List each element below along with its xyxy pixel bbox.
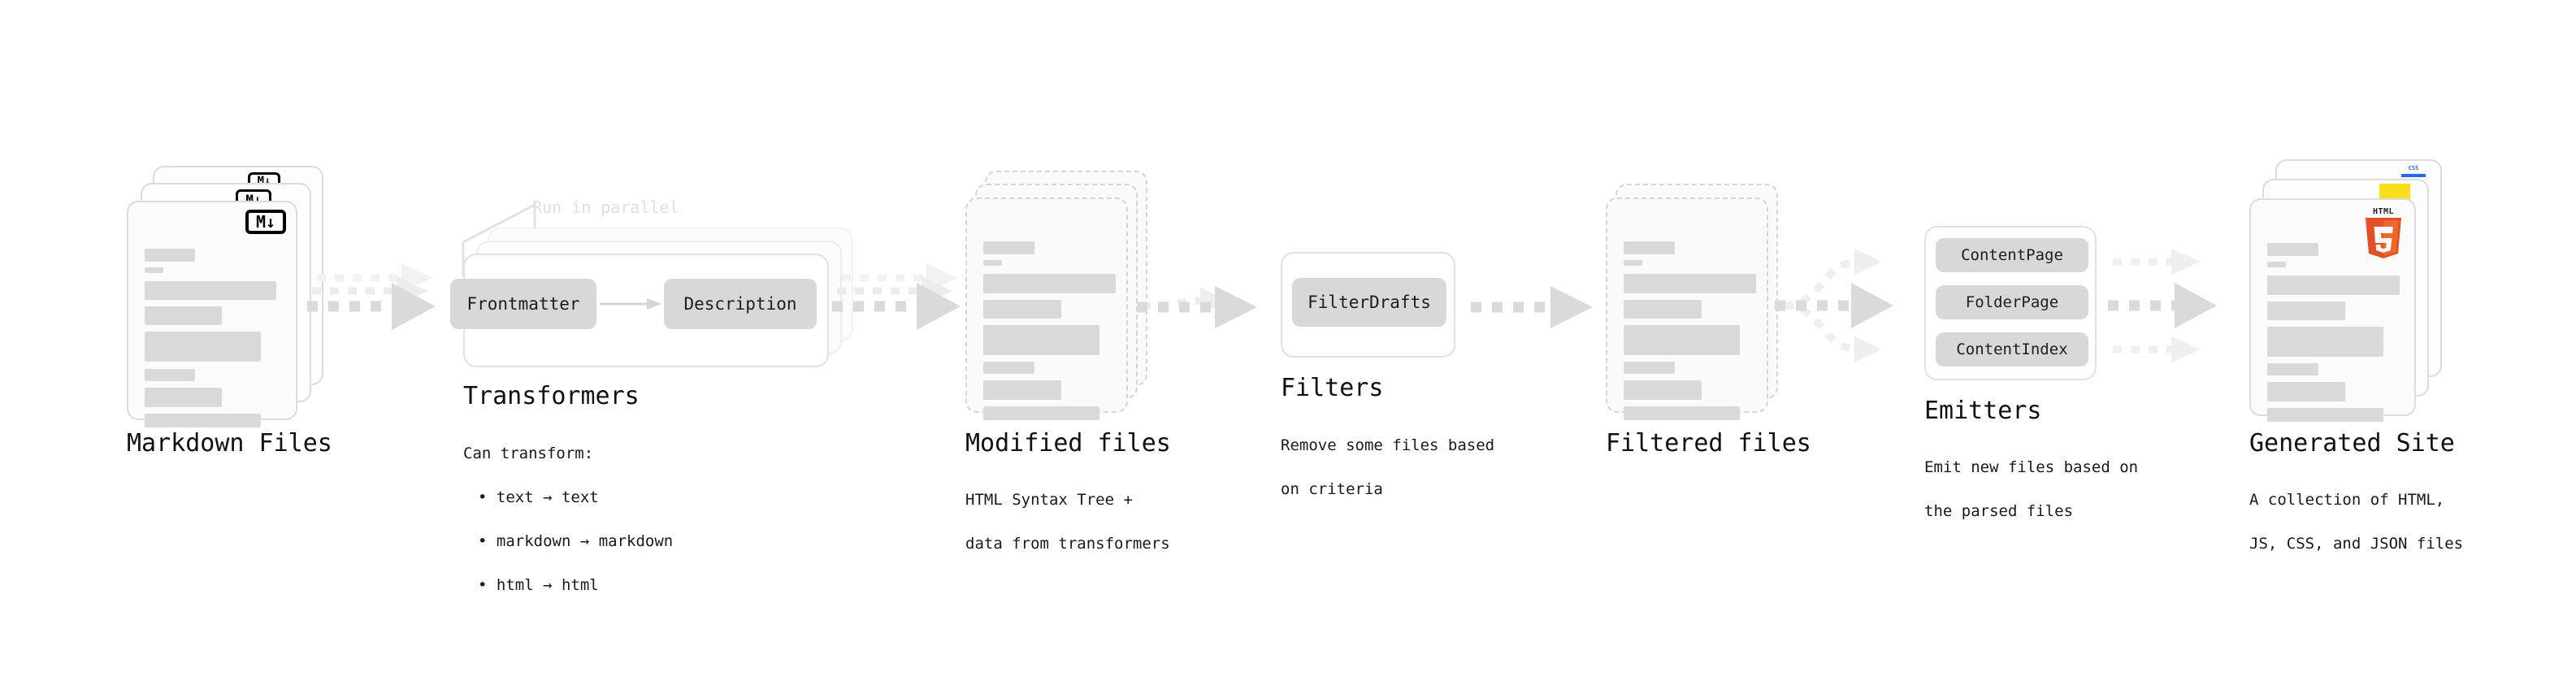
skeleton-line	[983, 300, 1061, 319]
stage-title-emitters: Emitters	[1924, 397, 2042, 425]
transformer-inner-arrow	[600, 298, 661, 310]
stage-title-filtered-files: Filtered files	[1606, 429, 1811, 458]
stage-title-transformers: Transformers	[463, 382, 640, 410]
stage-caption-filters: Remove some files based on criteria	[1281, 413, 1494, 523]
stage-caption-emitters: Emit new files based on the parsed files	[1924, 435, 2138, 544]
markdown-icon: M↓	[245, 210, 286, 234]
skeleton-line	[983, 362, 1034, 374]
connector-transformers-to-modified-files	[832, 263, 961, 330]
skeleton-line	[2267, 382, 2345, 401]
skeleton-line	[145, 388, 222, 407]
skeleton-line	[2267, 327, 2383, 357]
skeleton-line	[2267, 408, 2383, 422]
transformer-panel-front: Frontmatter Description	[450, 254, 829, 367]
skeleton-line	[983, 274, 1116, 293]
filter-node-filterdrafts[interactable]: FilterDrafts	[1292, 278, 1446, 327]
caption-line: data from transformers	[965, 534, 1170, 553]
caption-line: Emit new files based on	[1924, 458, 2139, 476]
run-in-parallel-bracket	[462, 202, 536, 276]
skeleton-title	[983, 241, 1034, 254]
skeleton-line	[145, 281, 276, 300]
caption-line: HTML Syntax Tree +	[965, 490, 1133, 509]
skeleton-title	[145, 249, 195, 262]
css3-icon: CSS	[2401, 164, 2426, 177]
markdown-file-card-front: M↓	[127, 201, 297, 427]
stage-title-generated-site: Generated Site	[2249, 429, 2455, 458]
skeleton-sub	[983, 260, 1002, 266]
connector-modified-files-to-filters	[1137, 286, 1257, 328]
caption-line: the parsed files	[1924, 501, 2074, 520]
emitter-node-contentpage[interactable]: ContentPage	[1936, 238, 2088, 272]
transformer-node-frontmatter[interactable]: Frontmatter	[450, 279, 596, 329]
caption-line: Can transform:	[463, 444, 594, 462]
stage-caption-modified-files: HTML Syntax Tree + data from transformer…	[965, 467, 1170, 577]
emitter-node-contentindex[interactable]: ContentIndex	[1936, 332, 2088, 367]
skeleton-line	[2267, 275, 2400, 295]
caption-bullet: • markdown → markdown	[478, 531, 674, 550]
skeleton-line	[1624, 300, 1702, 319]
skeleton-line	[1624, 406, 1740, 420]
skeleton-line	[983, 406, 1099, 420]
skeleton-sub	[145, 267, 163, 273]
skeleton-line	[145, 369, 195, 381]
stage-caption-transformers: Can transform: • text → text • markdown …	[463, 421, 673, 618]
skeleton-line	[145, 306, 222, 325]
stage-title-modified-files: Modified files	[965, 429, 1171, 458]
skeleton-title	[2267, 243, 2318, 256]
emitter-node-folderpage[interactable]: FolderPage	[1936, 285, 2088, 319]
generated-site-card-front: HTML	[2249, 198, 2416, 422]
caption-line: A collection of HTML,	[2249, 490, 2445, 509]
skeleton-line	[2267, 301, 2345, 320]
modified-file-card-front	[965, 197, 1128, 420]
stage-caption-generated-site: A collection of HTML, JS, CSS, and JSON …	[2249, 467, 2463, 577]
skeleton-line	[2267, 363, 2318, 375]
html5-label: HTML	[2372, 207, 2395, 216]
stage-title-filters: Filters	[1281, 374, 1384, 402]
connector-emitters-to-generated-site	[2108, 249, 2217, 362]
connector-filters-to-filtered-files	[1471, 286, 1593, 328]
connector-markdown-to-transformers	[307, 263, 436, 330]
skeleton-line	[1624, 274, 1756, 293]
javascript-icon	[2379, 184, 2410, 202]
skeleton-sub	[2267, 262, 2286, 267]
caption-line: on criteria	[1281, 479, 1383, 498]
skeleton-line	[983, 380, 1061, 400]
caption-line: Remove some files based	[1281, 436, 1495, 454]
skeleton-title	[1624, 241, 1675, 254]
skeleton-line	[1624, 325, 1740, 355]
filtered-file-card-front	[1606, 197, 1768, 420]
emitters-panel: ContentPage FolderPage ContentIndex	[1924, 226, 2097, 380]
skeleton-line	[1624, 362, 1675, 374]
run-in-parallel-label: Run in parallel	[532, 197, 679, 217]
transformer-node-description[interactable]: Description	[664, 279, 817, 329]
skeleton-line	[145, 414, 261, 427]
skeleton-line	[983, 325, 1099, 355]
connector-filtered-files-to-emitters	[1775, 249, 1893, 362]
stage-title-markdown-files: Markdown Files	[127, 429, 332, 458]
html5-icon: HTML	[2363, 207, 2404, 258]
caption-line: JS, CSS, and JSON files	[2249, 534, 2464, 553]
caption-bullet: • html → html	[478, 575, 599, 594]
filters-panel: FilterDrafts	[1281, 252, 1455, 358]
skeleton-line	[1624, 380, 1702, 400]
caption-bullet: • text → text	[478, 488, 599, 506]
skeleton-line	[145, 332, 261, 362]
skeleton-sub	[1624, 260, 1642, 266]
